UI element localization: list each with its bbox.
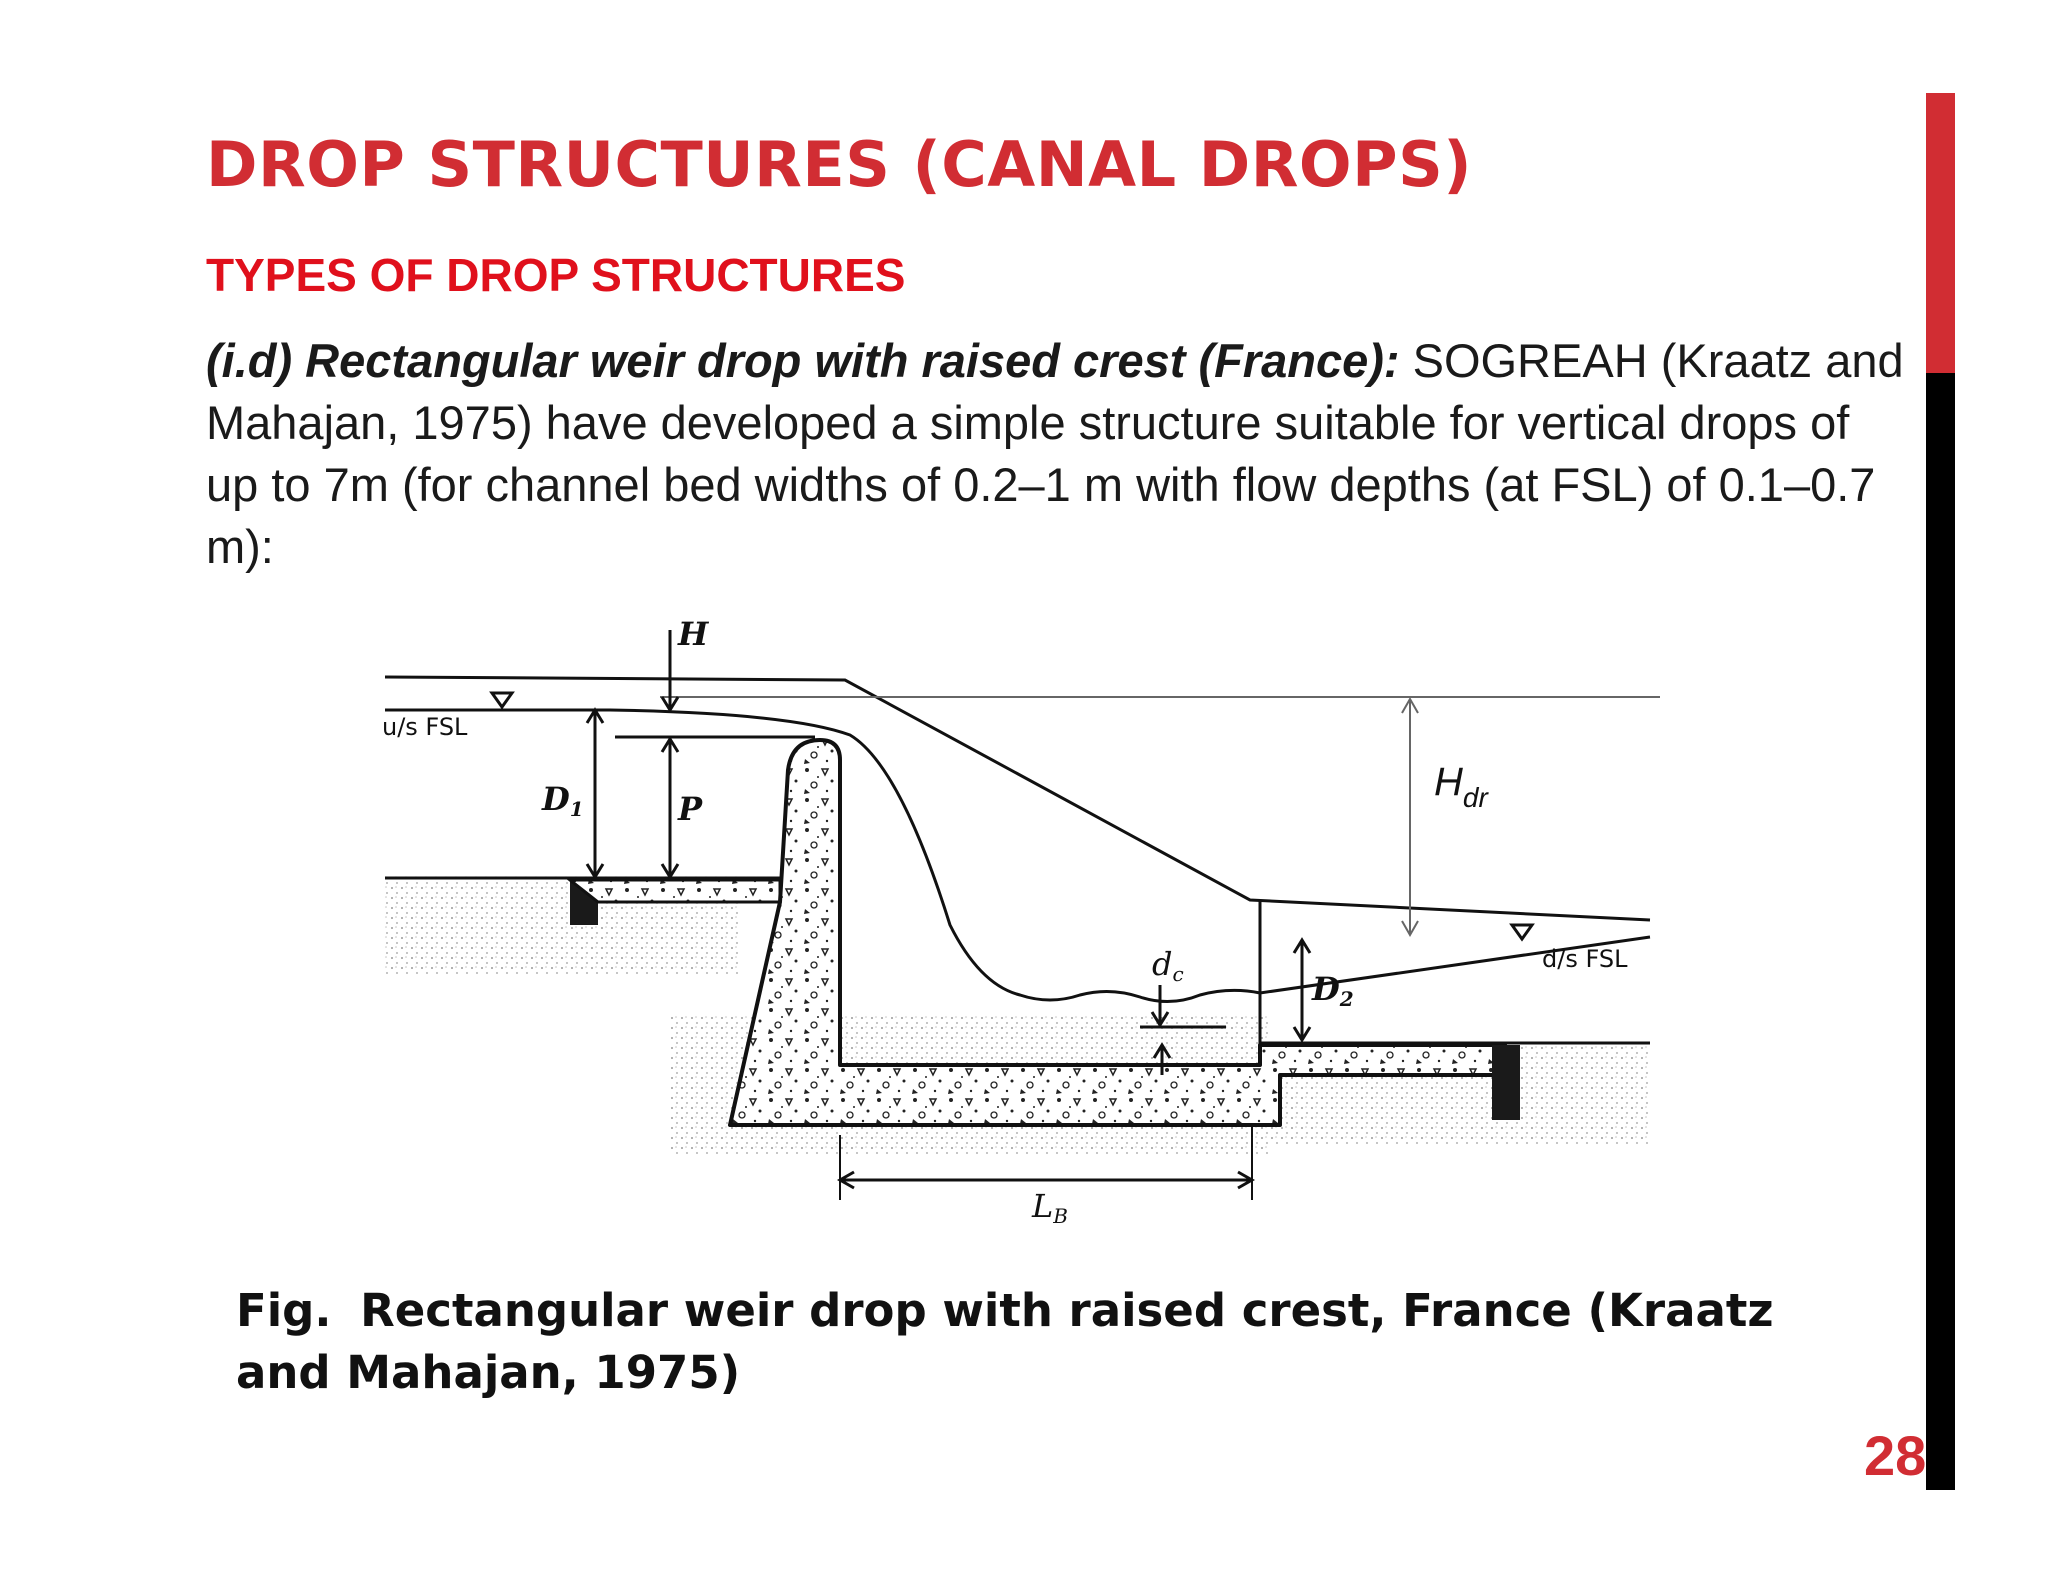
energy-line	[384, 675, 1651, 922]
upstream-apron	[565, 878, 782, 904]
label-D2: D2	[1311, 970, 1354, 1011]
sidebar-accent-black	[1926, 373, 1955, 1490]
slide-title: DROP STRUCTURES (CANAL DROPS)	[206, 128, 1473, 201]
weir-drop-diagram: H u/s FSL D1 P Hdr dc D2 d/s FSL LB	[382, 615, 1660, 1228]
body-paragraph: (i.d) Rectangular weir drop with raised …	[206, 330, 1906, 578]
nappe-profile	[385, 708, 1651, 1003]
caption-label: Fig.	[236, 1284, 332, 1337]
figure-caption: Fig. Rectangular weir drop with raised c…	[236, 1280, 1836, 1404]
label-H: H	[677, 615, 710, 653]
label-dc: dc	[1152, 945, 1184, 986]
label-Hdr: Hdr	[1434, 760, 1489, 813]
concrete-structure	[728, 738, 1507, 1127]
label-LB: LB	[1031, 1187, 1068, 1228]
downstream-cutoff	[1492, 1045, 1520, 1120]
us-fsl-triangle	[489, 691, 515, 710]
sidebar-accent-red	[1926, 93, 1955, 373]
caption-text: Rectangular weir drop with raised crest,…	[236, 1284, 1774, 1399]
body-text: SOGREAH (Kraatz and Mahajan, 1975) have …	[206, 334, 1904, 573]
ds-fsl-triangle	[1509, 923, 1535, 942]
body-lead: (i.d) Rectangular weir drop with raised …	[206, 334, 1400, 387]
section-subtitle: TYPES OF DROP STRUCTURES	[206, 249, 906, 301]
label-P: P	[677, 790, 703, 828]
label-D1: D1	[541, 780, 584, 821]
page-number: 28	[1864, 1424, 1927, 1487]
label-ds-fsl: d/s FSL	[1542, 945, 1628, 973]
label-us-fsl: u/s FSL	[382, 713, 468, 741]
